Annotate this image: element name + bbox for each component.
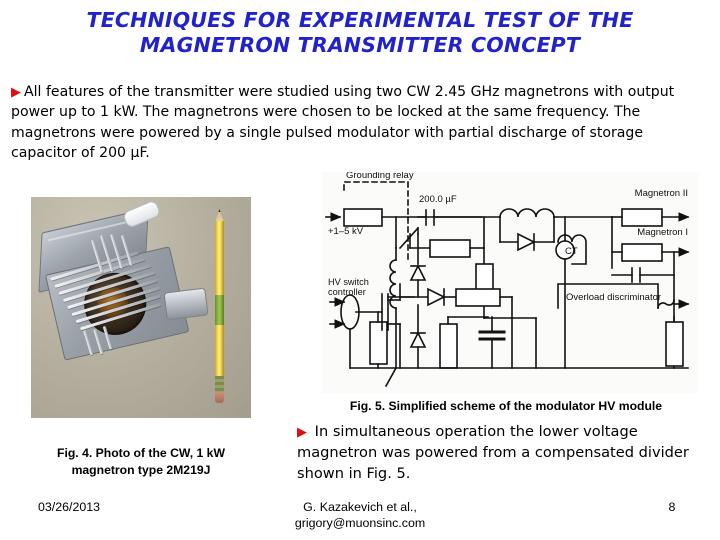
wire-hop <box>657 299 675 309</box>
pencil-ferrule <box>215 376 224 392</box>
photo-caption-line1: Fig. 4. Photo of the CW, 1 kW <box>57 446 225 460</box>
snubber-diode <box>427 287 446 307</box>
grounding-relay-label: Grounding relay <box>346 172 414 181</box>
grounding-relay-switch <box>398 226 420 250</box>
intro-paragraph: ▶All features of the transmitter were st… <box>11 82 711 163</box>
circuit-diagram-svg: Grounding relay 200.0 µF +1–5 kV HV swit… <box>325 172 690 388</box>
grounding-relay-dashed-link <box>343 181 409 261</box>
footer-author: G. Kazakevich et al., grigory@muonsinc.c… <box>250 500 470 531</box>
load-resistor <box>665 321 684 367</box>
ground-switch-stub <box>384 366 398 388</box>
input-inductor <box>389 259 397 309</box>
pencil-label-band <box>215 295 224 325</box>
overload-discriminator-label: Overload discriminator <box>566 292 661 303</box>
input-resistor <box>343 208 383 227</box>
magnetron-photo <box>31 197 251 418</box>
magnetron-two-label: Magnetron II <box>635 188 688 199</box>
magnetron-two-resistor <box>621 208 663 227</box>
page-title: TECHNIQUES FOR EXPERIMENTAL TEST OF THE … <box>86 8 634 57</box>
lower-paragraph-text: In simultaneous operation the lower volt… <box>297 423 689 482</box>
diagram-caption: Fig. 5. Simplified scheme of the modulat… <box>349 399 663 413</box>
current-transformer-label: CT <box>565 246 578 257</box>
bleed-resistor <box>429 239 471 258</box>
bullet-triangle-icon: ▶ <box>11 85 21 100</box>
pencil-eraser <box>215 392 224 403</box>
current-transformer-winding <box>557 234 587 265</box>
input-voltage-label: +1–5 kV <box>328 226 364 237</box>
magnetron-one-label: Magnetron I <box>637 227 688 238</box>
intro-paragraph-text: All features of the transmitter were stu… <box>11 84 675 161</box>
magnetron-one-resistor <box>621 243 663 262</box>
overload-discriminator-box <box>557 283 659 309</box>
circuit-diagram: Grounding relay 200.0 µF +1–5 kV HV swit… <box>322 172 698 393</box>
bullet-triangle-icon-secondary: ▶ <box>297 425 307 440</box>
footer-date: 03/26/2013 <box>38 500 101 514</box>
magnetron-output-antenna <box>163 287 209 321</box>
hv-switch-label-line1: HV switch <box>328 277 369 287</box>
photo-caption: Fig. 4. Photo of the CW, 1 kW magnetron … <box>10 445 272 478</box>
clamp-diode <box>409 331 427 348</box>
reference-pencil <box>213 209 226 405</box>
input-diode <box>409 264 427 281</box>
footer-author-line1: G. Kazakevich et al., <box>303 500 417 514</box>
gate-resistor <box>369 321 388 365</box>
freewheel-diode <box>517 232 536 252</box>
snubber-resistor <box>455 288 501 307</box>
lower-paragraph: ▶ In simultaneous operation the lower vo… <box>297 421 709 484</box>
storage-capacitor-label: 200.0 µF <box>419 194 457 205</box>
pencil-tip <box>215 209 224 223</box>
photo-caption-line2: magnetron type 2M219J <box>71 462 211 477</box>
damping-resistor <box>439 323 458 369</box>
footer-author-line2: grigory@muonsinc.com <box>294 515 426 530</box>
hv-switch-label-line2: controller <box>328 287 366 297</box>
output-inductor <box>499 208 555 218</box>
footer-page-number: 8 <box>668 500 676 514</box>
